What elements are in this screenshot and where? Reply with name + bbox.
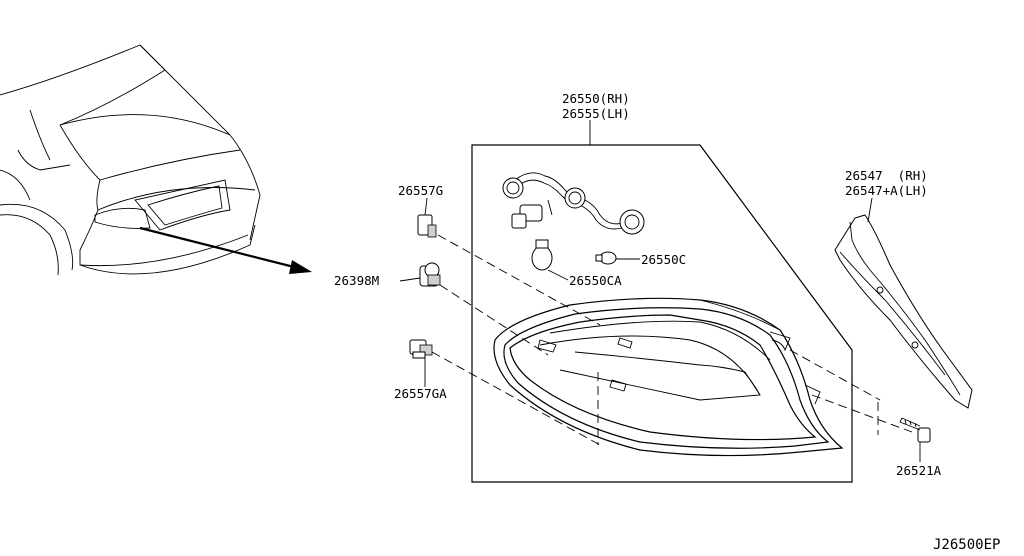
rear-combination-lamp xyxy=(493,297,844,457)
leader-lines xyxy=(399,197,921,462)
label-lamp-lh: 26555(LH) xyxy=(562,106,630,121)
bulb-26550c xyxy=(595,251,617,265)
bulb-26550ca xyxy=(531,239,553,271)
bolt-26521a xyxy=(899,417,931,443)
socket-26398m xyxy=(419,262,441,287)
label-lamp-rh: 26550(RH) xyxy=(562,91,630,106)
diagram-code: J26500EP xyxy=(933,537,1000,553)
assembly-frame xyxy=(471,144,853,483)
label-grommet-g: 26557G xyxy=(398,183,443,198)
finisher-26547 xyxy=(834,214,973,409)
label-finisher-rh: 26547 (RH) xyxy=(845,168,928,183)
label-bulb-c: 26550C xyxy=(641,252,686,267)
label-grommet-ga: 26557GA xyxy=(394,386,447,401)
car-rear-illustration xyxy=(0,44,261,276)
grommet-26557ga xyxy=(409,339,433,359)
bulb-harness xyxy=(502,172,645,235)
label-bulb-ca: 26550CA xyxy=(569,273,622,288)
grommet-26557g xyxy=(417,214,437,238)
label-bolt: 26521A xyxy=(896,463,942,478)
pointer-arrow xyxy=(139,226,312,274)
label-socket-m: 26398M xyxy=(334,273,379,288)
label-finisher-lh: 26547+A(LH) xyxy=(845,183,928,198)
dashed-assembly-lines xyxy=(431,234,913,446)
